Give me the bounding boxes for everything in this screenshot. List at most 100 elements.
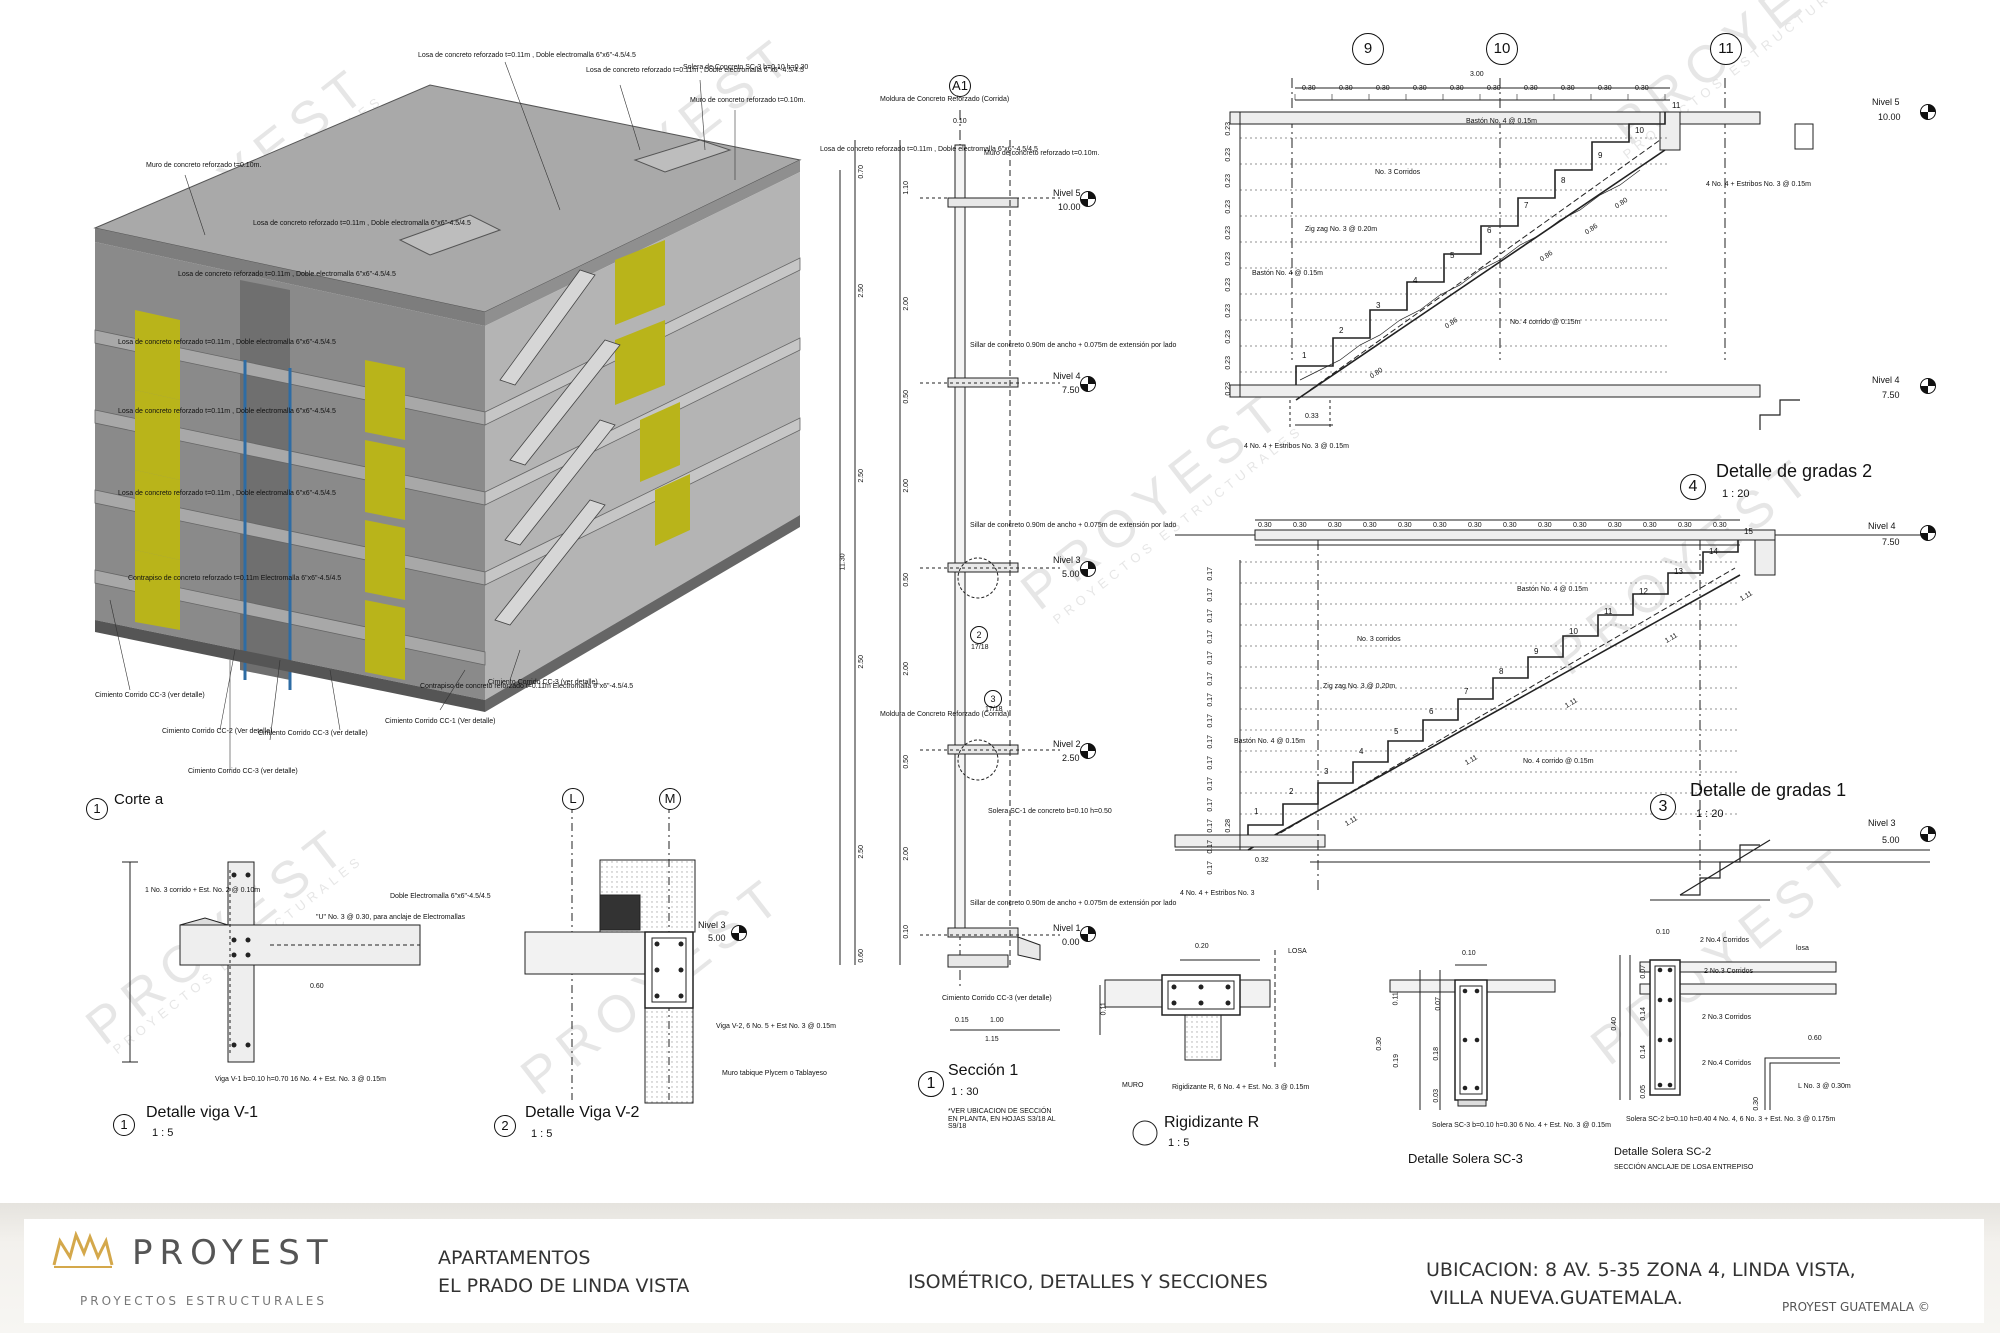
dim-label: 0.30 [1573, 522, 1587, 529]
dim: 0.50 [902, 573, 910, 587]
view-title: Sección 1 [948, 1062, 1019, 1079]
view-title: Detalle viga V-1 [146, 1104, 259, 1121]
dim-label: 0.30 [1678, 522, 1692, 529]
note: "U" No. 3 @ 0.30, para anclaje de Electr… [316, 914, 466, 921]
dim-label: 0.30 [1561, 85, 1575, 92]
note: Bastón No. 4 @ 0.15m [1466, 118, 1537, 125]
dim: 2.00 [902, 662, 910, 676]
dim: 0.15 [955, 1017, 969, 1024]
note: 4 No. 4 + Estribos No. 3 @ 0.15m [1244, 443, 1349, 450]
iso-label: Losa de concreto reforzado t=0.11m , Dob… [253, 220, 471, 227]
dim-label: 0.23 [1224, 226, 1232, 240]
step-number: 6 [1487, 226, 1492, 235]
note: Bastón No. 4 @ 0.15m [1252, 270, 1323, 277]
note: 2 No.4 Corridos [1702, 1060, 1752, 1067]
dim: 2.50 [857, 284, 865, 298]
step-number: 7 [1464, 687, 1469, 696]
seccion-1 [839, 110, 1060, 1031]
note: Viga V-2, 6 No. 5 + Est No. 3 @ 0.15m [716, 1023, 837, 1030]
view-scale: 1 : 20 [1696, 808, 1724, 820]
dim-label: 0.30 [1503, 522, 1517, 529]
note: 4 No. 4 + Estribos No. 3 @ 0.15m [1706, 181, 1811, 188]
grid-bubble-A1: A1 [949, 75, 971, 97]
dim: 0.50 [902, 390, 910, 404]
view-number-badge: 3 [1650, 794, 1676, 820]
level-name: Nivel 2 [1053, 739, 1081, 749]
dim-label: 0.23 [1224, 382, 1232, 396]
dim-label: 0.30 [1413, 85, 1427, 92]
title-block: PROYEST PROYECTOS ESTRUCTURALES APARTAME… [0, 1203, 2000, 1333]
level-value: 10.00 [1878, 112, 1901, 122]
rigidizante-r [1099, 950, 1276, 1146]
note: losa [1796, 945, 1809, 952]
company-logo-text: PROYEST [132, 1233, 335, 1273]
note: No. 4 corrido @ 0.15m [1510, 319, 1581, 326]
dim-label: 0.23 [1224, 200, 1232, 214]
dim-label: 0.30 [1713, 522, 1727, 529]
step-number: 5 [1450, 251, 1455, 260]
dim-label: 0.30 [1524, 85, 1538, 92]
step-number: 13 [1674, 567, 1683, 576]
solera-sc3 [1389, 964, 1556, 1110]
level-marker-icon [1080, 191, 1096, 207]
dim-label: 0.17 [1206, 630, 1214, 644]
iso-label: Losa de concreto reforzado t=0.11m , Dob… [118, 408, 336, 415]
level-value: 7.50 [1062, 385, 1080, 395]
iso-label: Solera de Concreto SC-3 b=0.10 h=0.30 [683, 64, 809, 71]
level-name: Nivel 4 [1053, 371, 1081, 381]
dim: 0.03 [1432, 1089, 1440, 1103]
view-title: Detalle Solera SC-2 [1614, 1146, 1712, 1158]
dim-label: 0.30 [1598, 85, 1612, 92]
level-name: Nivel 3 [1053, 555, 1081, 565]
view-title: Detalle Solera SC-3 [1408, 1151, 1523, 1166]
dim: 0.33 [1305, 413, 1319, 420]
dim-label: 0.30 [1608, 522, 1622, 529]
note: Zig zag No. 3 @ 0.20m [1323, 683, 1396, 690]
dim-label: 0.17 [1206, 609, 1214, 623]
note: Losa de concreto reforzado t=0.11m , Dob… [820, 146, 1038, 153]
iso-label: Losa de concreto reforzado t=0.11m , Dob… [418, 52, 636, 59]
dim: 0.05 [1639, 1085, 1647, 1099]
dim-label: 0.30 [1293, 522, 1307, 529]
note: L No. 3 @ 0.30m [1798, 1083, 1851, 1090]
dim: 0.40 [1610, 1017, 1618, 1031]
dim: 11.30 [839, 553, 847, 571]
dim-label: 0.23 [1224, 356, 1232, 370]
iso-label: Cimiento Corrido CC-3 (ver detalle) [95, 692, 205, 699]
dim: 0.19 [1392, 1054, 1400, 1068]
dim: 2.00 [902, 479, 910, 493]
dim-label: 0.23 [1224, 148, 1232, 162]
iso-label: Cimiento Corrido CC-3 (ver detalle) [188, 768, 298, 775]
level-name: Nivel 4 [1868, 521, 1896, 531]
level-marker-icon [731, 925, 747, 941]
dim: 0.14 [1639, 1045, 1647, 1059]
dim-label: 0.23 [1224, 174, 1232, 188]
dim: 0.10 [902, 925, 910, 939]
dim: 3.00 [1470, 71, 1484, 78]
note: 2 No.3 Corridos [1702, 1014, 1752, 1021]
step-number: 7 [1524, 201, 1529, 210]
view-title: Detalle Viga V-2 [525, 1104, 640, 1121]
detalle-viga-v1 [122, 861, 421, 1063]
iso-label: Cimiento Corrido CC-3 (ver detalle) [488, 679, 598, 686]
step-number: 9 [1598, 151, 1603, 160]
step-number: 3 [1324, 767, 1329, 776]
step-number: 2 [1289, 787, 1294, 796]
level-name: Nivel 5 [1053, 188, 1081, 198]
grid-bubble-M: M [659, 788, 681, 810]
level-value: 5.00 [1062, 569, 1080, 579]
dim-label: 0.17 [1206, 777, 1214, 791]
dim-label: 0.17 [1206, 672, 1214, 686]
iso-label: Muro de concreto reforzado t=0.10m. [146, 162, 262, 169]
dim-label: 0.30 [1643, 522, 1657, 529]
grid-bubble-11: 11 [1710, 33, 1742, 65]
dim: 0.28 [1224, 819, 1232, 833]
step-number: 8 [1499, 667, 1504, 676]
level-name: Nivel 4 [1872, 375, 1900, 385]
step-number: 1 [1254, 807, 1259, 816]
solera-sc2 [1619, 955, 1840, 1110]
iso-label: Losa de concreto reforzado t=0.11m , Dob… [586, 67, 804, 74]
dim-label: 0.30 [1302, 85, 1316, 92]
